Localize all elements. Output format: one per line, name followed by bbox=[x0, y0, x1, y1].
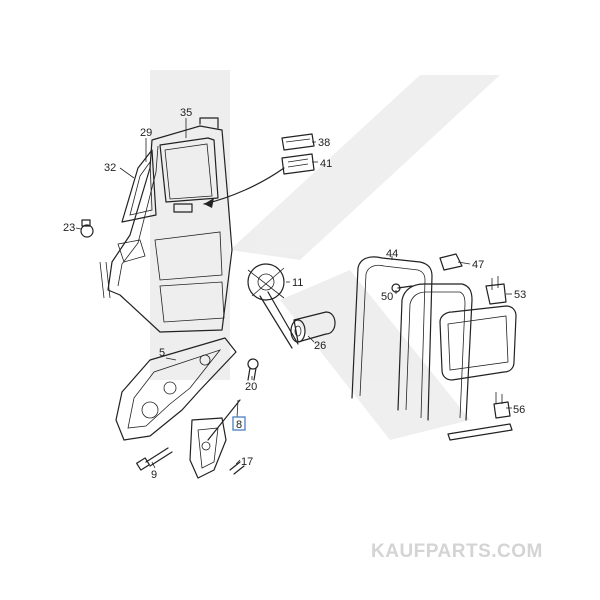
screw-part-9 bbox=[136, 447, 173, 471]
callout-32: 32 bbox=[104, 162, 116, 174]
callout-8: 8 bbox=[236, 419, 242, 431]
callout-23: 23 bbox=[63, 222, 75, 234]
callout-47: 47 bbox=[472, 259, 484, 271]
arrow-head bbox=[204, 198, 214, 208]
door-glass bbox=[159, 137, 219, 213]
bracket-part-56 bbox=[493, 392, 511, 419]
door-shell bbox=[99, 117, 233, 333]
rod-part-8 bbox=[207, 399, 241, 441]
bracket-part-53 bbox=[485, 276, 507, 305]
callout-17: 17 bbox=[241, 456, 253, 468]
callout-labels: 35 29 38 41 32 23 11 26 5 20 8 9 17 44 4… bbox=[63, 107, 526, 481]
vent-glass bbox=[121, 149, 157, 223]
callout-50: 50 bbox=[381, 291, 393, 303]
callout-29: 29 bbox=[140, 127, 152, 139]
sill-strip bbox=[447, 423, 513, 441]
door-seal-44 bbox=[351, 256, 433, 421]
window-frame bbox=[439, 305, 517, 381]
clip-part-23 bbox=[80, 219, 94, 238]
watermark-text: KAUFPARTS.COM bbox=[371, 541, 543, 562]
guide-part-38 bbox=[281, 133, 315, 151]
bolt-part-20 bbox=[247, 358, 259, 381]
callout-26: 26 bbox=[314, 340, 326, 352]
regulator-part-17 bbox=[189, 417, 245, 479]
callout-44: 44 bbox=[386, 248, 398, 260]
leader-lines bbox=[75, 118, 512, 469]
callout-8-highlight-box bbox=[232, 416, 246, 431]
regulator-frame-5 bbox=[115, 337, 237, 441]
callout-38: 38 bbox=[318, 137, 330, 149]
callout-53: 53 bbox=[514, 289, 526, 301]
callout-41: 41 bbox=[320, 158, 332, 170]
clip-part-47 bbox=[439, 253, 463, 271]
callout-9: 9 bbox=[151, 469, 157, 481]
motor-part-26 bbox=[290, 311, 336, 343]
callout-5: 5 bbox=[159, 347, 165, 359]
callout-56: 56 bbox=[513, 404, 525, 416]
callout-35: 35 bbox=[180, 107, 192, 119]
watermark-logo-shape bbox=[150, 70, 500, 440]
regulator-part-11 bbox=[247, 263, 299, 349]
guide-part-41 bbox=[281, 153, 315, 175]
glass-run-channel bbox=[397, 283, 473, 421]
callout-20: 20 bbox=[245, 381, 257, 393]
callout-11: 11 bbox=[292, 277, 303, 289]
